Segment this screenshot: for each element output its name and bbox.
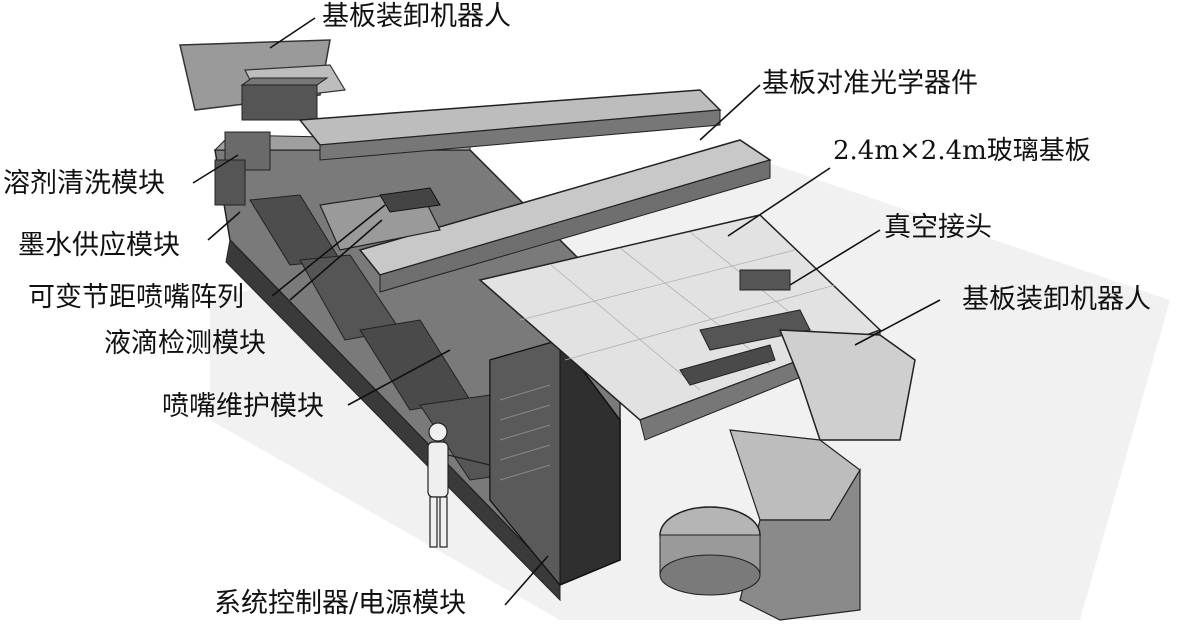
label-ink-supply: 墨水供应模块 [18,230,180,261]
label-control-power: 系统控制器/电源模块 [214,588,467,619]
cabinet-vents [499,384,551,481]
label-nozzle-maintenance: 喷嘴维护模块 [162,391,324,422]
operator-figure [427,422,491,548]
label-solvent-cleaning: 溶剂清洗模块 [3,168,165,199]
label-vacuum-connector: 真空接头 [884,212,992,243]
top-robot-illustration [179,39,346,121]
right-robot-illustration [659,329,916,621]
label-substrate-robot-right: 基板装卸机器人 [962,284,1151,315]
label-substrate-robot-top: 基板装卸机器人 [322,1,511,32]
leader-lines [192,17,941,606]
label-nozzle-array: 可变节距喷嘴阵列 [28,282,244,313]
gantry-illustration [298,89,772,293]
label-alignment-optics: 基板对准光学器件 [762,68,978,99]
machine-body-illustration [213,131,621,602]
label-droplet-detection: 液滴检测模块 [104,328,266,359]
label-glass-substrate: 2.4m×2.4m玻璃基板 [833,136,1091,166]
